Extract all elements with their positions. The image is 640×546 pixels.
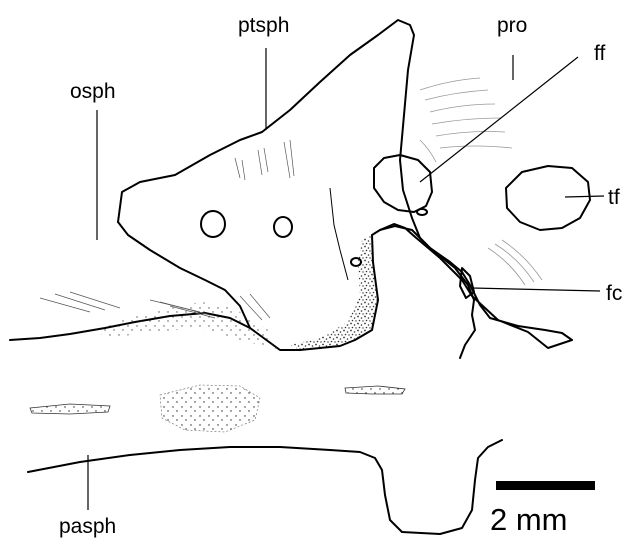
label-osph: osph [70,80,116,103]
tf-foramen [506,166,590,230]
label-pasph: pasph [59,515,116,538]
fc-leader [472,288,600,291]
ventral-process [380,226,475,358]
label-ff: ff [594,42,605,65]
skull-upper-outline [10,20,572,350]
leader-lines [88,48,604,510]
stipple-ventral-band [290,235,378,350]
pasph-dotted-patch-right [345,386,405,394]
ptsph-foramen-large [201,211,225,237]
ptsph-surface-hatching [235,140,294,180]
label-ptsph: ptsph [238,14,289,37]
scale-bar-label: 2 mm [490,502,568,537]
ptsph-inner-ridge [330,188,348,280]
pasph-dotted-patch-left [30,404,110,414]
tf-leader [565,196,604,197]
pasph-dotted-patch-center [160,385,260,432]
label-fc: fc [606,282,622,305]
label-tf: tf [608,186,620,209]
scale-bar: 2 mm [490,481,595,537]
ptsph-foramen-medium [274,217,292,237]
scale-bar-line [496,481,595,490]
stipple-anterior-band [90,302,278,350]
ff-leader [420,57,578,182]
small-foramen-center [417,209,427,215]
label-pro: pro [497,14,527,37]
